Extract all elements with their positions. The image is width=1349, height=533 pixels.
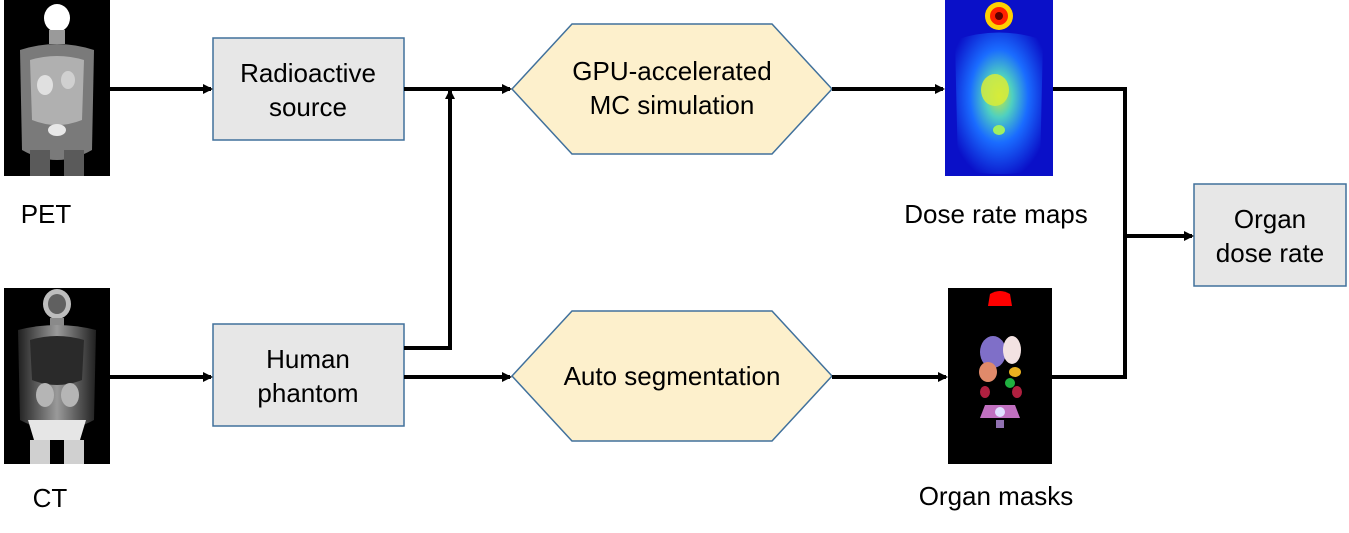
- gpu-mc-line-2: MC simulation: [590, 90, 755, 120]
- gpu-mc-line-1: GPU-accelerated: [572, 56, 771, 86]
- human-phantom-line-2: phantom: [257, 378, 358, 408]
- pet-caption: PET: [21, 199, 72, 229]
- ct-image: [4, 288, 110, 464]
- connectors: [110, 84, 1194, 382]
- ct-caption: CT: [33, 483, 68, 513]
- organ-masks-image: [948, 288, 1052, 464]
- radioactive-source-line-1: Radioactive: [240, 58, 376, 88]
- organ-dose-rate-line-2: dose rate: [1216, 238, 1324, 268]
- human-phantom-line-1: Human: [266, 344, 350, 374]
- arrow-phantom-to-gpu: [404, 89, 455, 350]
- auto-segmentation-label: Auto segmentation: [564, 361, 781, 391]
- dose-rate-maps-caption: Dose rate maps: [904, 199, 1088, 229]
- human-phantom-box: Human phantom: [212, 323, 405, 427]
- organ-dose-rate-line-1: Organ: [1234, 204, 1306, 234]
- pet-image: [4, 0, 110, 176]
- radioactive-source-line-2: source: [269, 92, 347, 122]
- auto-segmentation-hexagon: Auto segmentation: [510, 310, 834, 442]
- radioactive-source-box: Radioactive source: [212, 37, 405, 141]
- organ-masks-caption: Organ masks: [919, 481, 1074, 511]
- dose-rate-map-image: [945, 0, 1053, 176]
- line-dose-maps-to-merge: [1052, 87, 1127, 379]
- organ-dose-rate-box: Organ dose rate: [1193, 183, 1347, 287]
- gpu-mc-simulation-hexagon: GPU-accelerated MC simulation: [510, 23, 834, 155]
